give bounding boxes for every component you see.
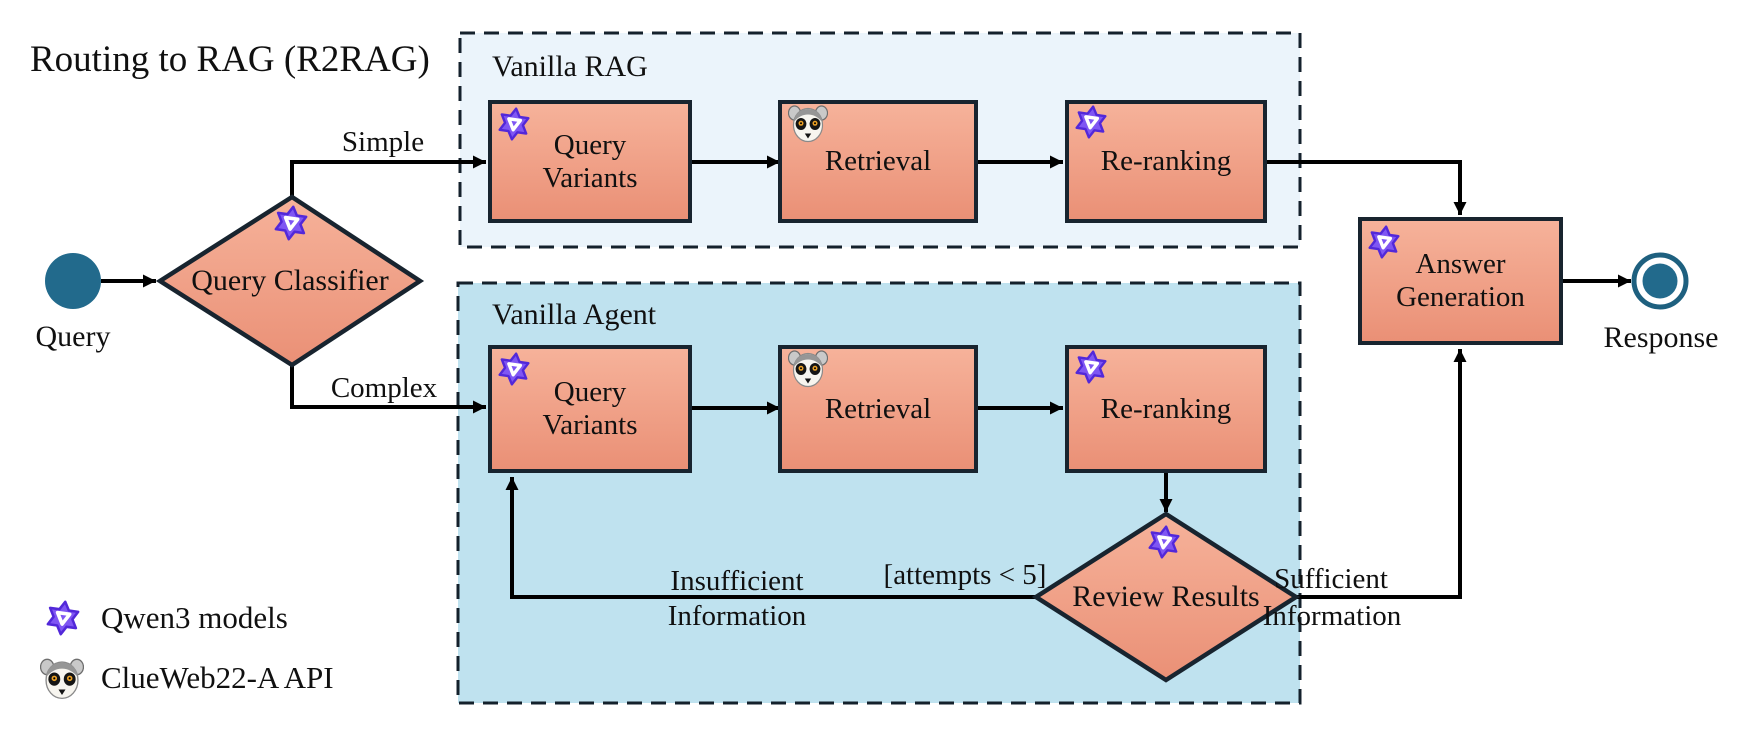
end-event-circle xyxy=(1642,263,1678,299)
edge-insufficient-loop xyxy=(505,477,1037,599)
clueweb-lemur-icon xyxy=(40,656,84,700)
edge-complex-path xyxy=(290,365,486,414)
review-results-label: Review Results xyxy=(1072,580,1260,613)
qwen3-icon xyxy=(272,204,310,242)
query-classifier-diamond xyxy=(155,194,425,368)
clueweb-lemur-icon xyxy=(788,103,828,143)
query-classifier-label: Query Classifier xyxy=(191,264,389,297)
answer-generation-label: Answer Generation xyxy=(1396,248,1525,313)
response-end-label: Response xyxy=(1603,321,1719,354)
edge-label-attempts: [attempts < 5] xyxy=(883,559,1047,591)
rag-retrieval-box: Retrieval xyxy=(778,100,978,223)
edge-sufficient-path xyxy=(1297,349,1467,599)
edge-label-insufficient-line2: Information xyxy=(667,600,807,632)
qwen3-icon xyxy=(44,599,82,637)
legend-label-clueweb: ClueWeb22-A API xyxy=(101,660,334,695)
answer-generation-box: Answer Generation xyxy=(1358,217,1563,345)
rag-query-variants-label: Query Variants xyxy=(542,128,638,194)
qwen3-icon xyxy=(1073,349,1109,385)
legend-label-qwen3: Qwen3 models xyxy=(101,600,288,635)
qwen3-icon xyxy=(496,351,532,387)
review-results-diamond xyxy=(1031,511,1301,683)
edge-label-simple: Simple xyxy=(341,126,425,158)
vanilla-rag-lane-label: Vanilla RAG xyxy=(492,50,648,83)
vanilla-agent-lane-label: Vanilla Agent xyxy=(492,298,657,331)
edge-label-sufficient-line1: Sufficient xyxy=(1274,563,1388,595)
clueweb-lemur-icon xyxy=(788,348,828,388)
edge-label-sufficient-line2: Information xyxy=(1262,600,1402,632)
page-title: Routing to RAG (R2RAG) xyxy=(30,39,430,80)
start-event-circle xyxy=(45,253,101,309)
edge-label-insufficient-line1: Insufficient xyxy=(670,565,804,597)
connectors xyxy=(101,155,1631,599)
qwen3-icon xyxy=(1366,224,1402,260)
edge-rag-to-answer xyxy=(1267,160,1467,215)
query-start-label: Query xyxy=(35,320,111,353)
rag-reranking-label: Re-ranking xyxy=(1100,145,1232,178)
edge-simple-path xyxy=(290,155,486,197)
agent-reranking-box: Re-ranking xyxy=(1065,345,1267,473)
agent-retrieval-label: Retrieval xyxy=(824,392,932,425)
edge-label-complex: Complex xyxy=(330,372,438,404)
qwen3-icon xyxy=(1073,104,1109,140)
qwen3-icon xyxy=(496,106,532,142)
rag-retrieval-label: Retrieval xyxy=(824,145,932,178)
agent-reranking-label: Re-ranking xyxy=(1100,392,1232,425)
qwen3-icon xyxy=(1146,524,1182,560)
agent-query-variants-label: Query Variants xyxy=(542,376,638,441)
